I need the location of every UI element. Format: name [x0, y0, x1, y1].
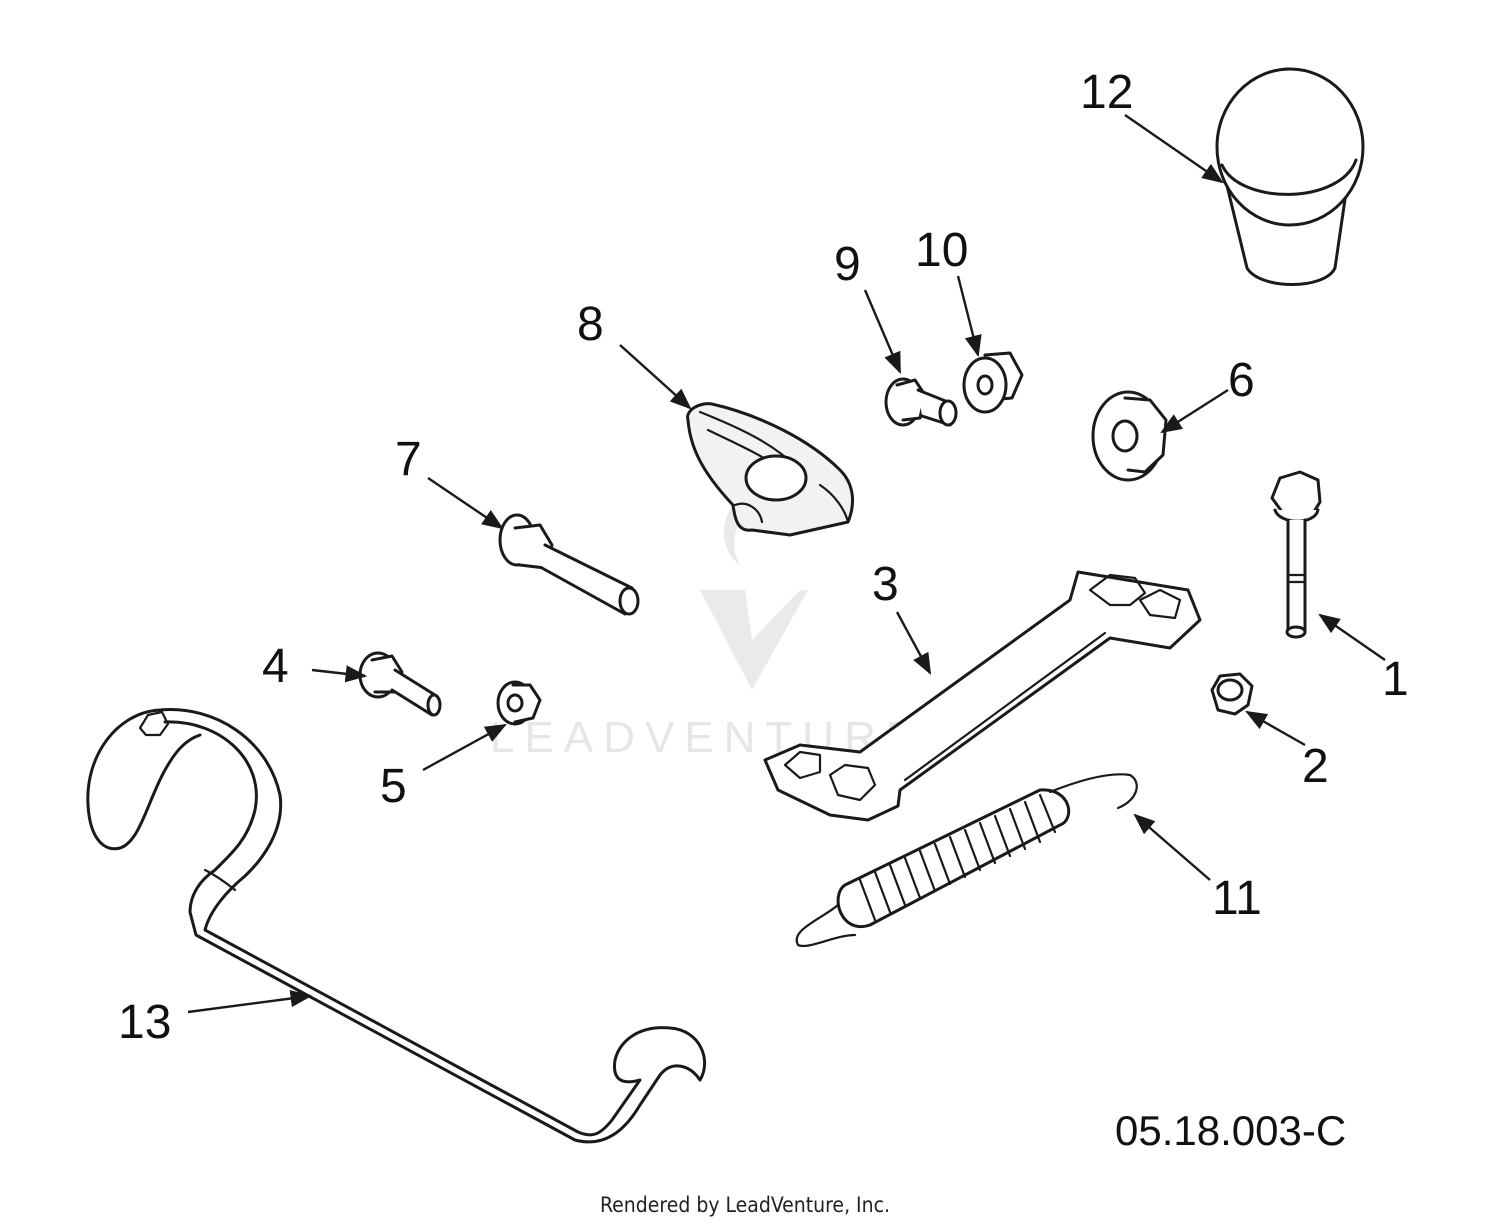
callout-10: 10 — [915, 224, 968, 277]
part-9-shoulder-bolt[interactable] — [884, 377, 958, 427]
drawing-code: 05.18.003-C — [1115, 1107, 1346, 1154]
callout-8: 8 — [577, 298, 604, 351]
part-5-flange-nut[interactable] — [496, 680, 542, 726]
callout-1: 1 — [1382, 653, 1409, 706]
leader-lines — [187, 114, 1386, 1014]
part-11-spring[interactable] — [795, 773, 1138, 948]
part-10-flange-nut[interactable] — [962, 351, 1024, 414]
callout-4: 4 — [262, 640, 289, 693]
callout-13: 13 — [118, 996, 171, 1049]
callout-11: 11 — [1212, 872, 1262, 925]
callout-6: 6 — [1228, 354, 1255, 407]
callout-5: 5 — [380, 760, 407, 813]
callout-labels: 1 2 3 4 5 6 7 8 9 10 11 12 13 — [118, 66, 1409, 1049]
render-credit: Rendered by LeadVenture, Inc. — [600, 1193, 890, 1217]
callout-9: 9 — [834, 238, 861, 291]
part-6-flange-nut[interactable] — [1091, 390, 1168, 482]
watermark: LEADVENTURE — [490, 478, 915, 762]
part-1-bolt[interactable] — [1270, 470, 1322, 639]
part-3-plate[interactable] — [763, 570, 1202, 822]
part-8-bracket[interactable] — [686, 402, 854, 537]
callout-12: 12 — [1080, 66, 1133, 119]
callout-7: 7 — [395, 433, 422, 486]
part-2-lock-nut[interactable] — [1210, 672, 1254, 716]
part-7-bolt[interactable] — [498, 513, 640, 616]
part-4-shoulder-bolt[interactable] — [358, 651, 442, 717]
callout-3: 3 — [872, 558, 899, 611]
part-12-knob[interactable] — [1215, 67, 1365, 286]
callout-2: 2 — [1302, 740, 1329, 793]
part-13-rod[interactable] — [86, 708, 706, 1144]
